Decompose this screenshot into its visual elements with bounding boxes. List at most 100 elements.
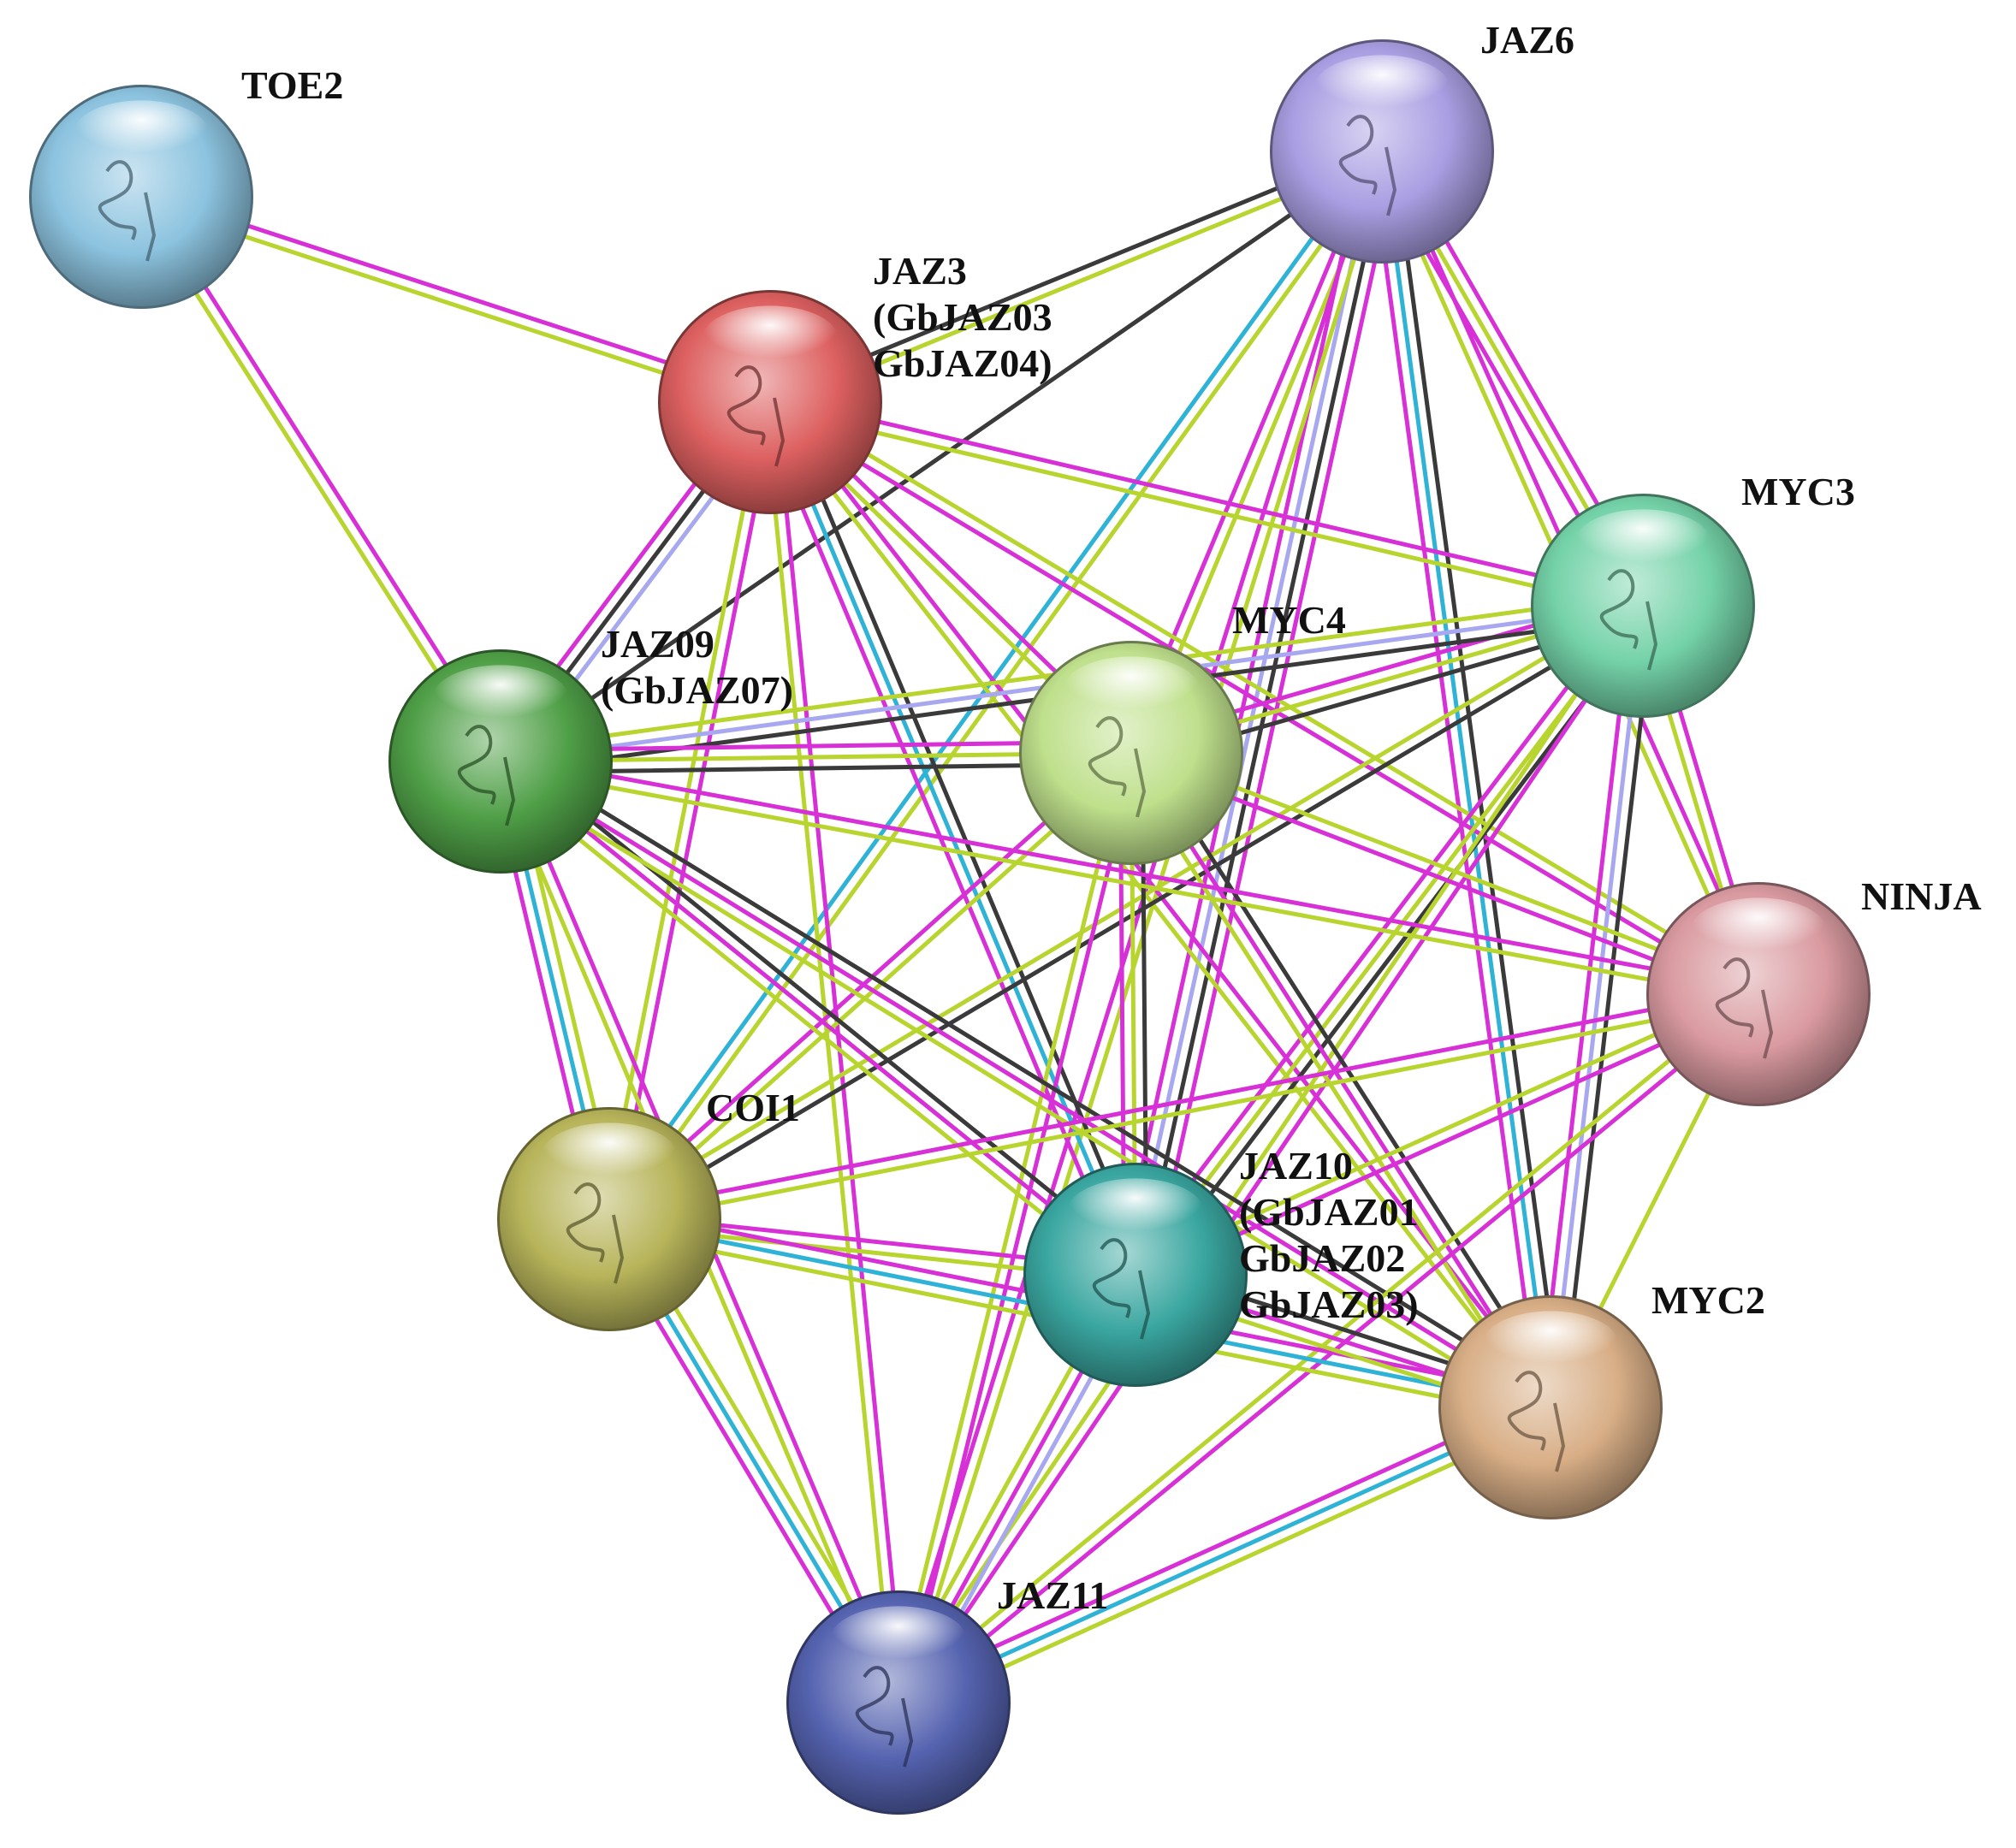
node-myc4[interactable]: MYC4 [1019,598,1346,865]
node-jaz09[interactable]: JAZ09(GbJAZ07) [388,622,793,874]
node-myc3[interactable]: MYC3 [1531,470,1855,718]
edge-jaz3-myc2 [763,396,1557,1413]
node-label-line: MYC2 [1651,1278,1765,1322]
node-gloss [1063,656,1200,723]
edge-line-magenta [901,752,1139,1707]
edge-line-lavender [1128,148,1379,1276]
node-gloss [1313,55,1450,121]
node-gloss [830,1606,967,1673]
protein-structure-icon [1088,716,1147,818]
edge-line-magenta [1149,152,1401,1281]
edge-line-cyan [896,1405,1553,1705]
node-jaz6[interactable]: JAZ6 [1270,18,1574,264]
node-label-line: MYC3 [1741,470,1855,513]
protein-structure-icon [457,725,516,826]
edge-myc4-jaz11 [891,749,1139,1707]
node-label-line: NINJA [1861,874,1982,918]
edge-jaz3-myc3 [767,394,1646,613]
protein-structure-icon [566,1182,625,1284]
edge-line-black [778,395,1148,1273]
edge-line-magenta [498,759,1138,1277]
node-label-line: JAZ10 [1239,1144,1353,1188]
edge-line-olive [763,403,1549,1413]
edge-line-magenta [900,607,1650,1709]
node-label-line: (GbJAZ07) [601,668,793,712]
node-gloss [1690,897,1827,964]
node-label-line: GbJAZ02 [1239,1236,1405,1280]
edge-line-magenta [1124,596,1637,1270]
node-gloss [1482,1311,1619,1377]
edge-line-magenta [891,147,1379,1703]
node-coi1[interactable]: COI1 [497,1086,800,1331]
node-label-ninja: NINJA [1861,874,1982,918]
protein-structure-icon [1599,569,1658,671]
node-gloss [73,100,210,167]
edge-line-magenta [603,746,1130,1217]
node-toe2[interactable]: TOE2 [29,63,343,309]
node-label-line: GbJAZ04) [873,341,1052,385]
node-jaz11[interactable]: JAZ11 [786,1573,1108,1815]
node-label-line: JAZ09 [601,622,714,666]
edge-line-olive [767,405,1645,613]
node-gloss [432,665,569,732]
edge-line-magenta [606,986,1760,1217]
protein-structure-icon [1092,1238,1151,1340]
node-ninja[interactable]: NINJA [1646,874,1982,1106]
node-label-line: JAZ6 [1480,18,1574,62]
node-gloss [1067,1178,1204,1245]
node-label-line: JAZ3 [873,249,967,293]
edge-line-olive [497,764,1760,1002]
edge-line-magenta [1135,997,1764,1282]
edge-line-black [1390,147,1564,1408]
node-label-jaz11: JAZ11 [997,1573,1108,1617]
node-label-line: TOE2 [241,63,343,107]
edge-line-black [504,749,1559,1401]
edge-line-olive [762,400,896,1706]
edge-line-black [498,149,1385,764]
edge-jaz09-ninja [497,754,1762,1002]
edge-myc2-jaz11 [892,1395,1557,1715]
edge-myc3-myc2 [1537,602,1657,1411]
edge-myc4-ninja [1127,745,1763,1002]
protein-structure-icon [1338,115,1397,216]
edge-line-magenta [1368,151,1542,1412]
edge-line-black [1559,604,1657,1411]
edge-jaz6-jaz09 [498,149,1385,764]
edge-line-magenta [1127,755,1759,1002]
edge-line-olive [1119,756,1544,1416]
node-label-myc2: MYC2 [1651,1278,1765,1322]
edge-line-olive [491,767,1131,1286]
node-label-line: COI1 [706,1086,800,1129]
edge-line-olive [770,394,1764,992]
edge-line-black [1138,744,1562,1404]
edge-jaz09-jaz10 [491,750,1145,1286]
node-label-line: (GbJAZ03 [873,295,1052,339]
edge-line-black [505,750,1145,1269]
node-gloss [541,1122,678,1189]
protein-structure-icon [726,365,786,467]
node-myc2[interactable]: MYC2 [1438,1278,1765,1519]
edge-line-magenta [768,394,1646,603]
edges-layer [134,144,1766,1715]
node-label-line: (GbJAZ01 [1239,1190,1419,1234]
edge-line-magenta [892,1395,1549,1695]
edge-line-olive [891,749,1129,1703]
edge-ninja-coi1 [606,986,1762,1227]
edge-line-magenta [499,754,1762,992]
node-label-line: GbJAZ03) [1239,1282,1419,1326]
edge-line-olive [892,987,1758,1701]
edge-line-black [609,608,1648,1227]
node-label-myc4: MYC4 [1232,598,1346,642]
edge-line-olive [608,997,1762,1227]
node-gloss [702,305,839,372]
node-label-line: JAZ11 [997,1573,1108,1617]
node-label-myc3: MYC3 [1741,470,1855,513]
node-label-line: MYC4 [1232,598,1346,642]
edge-line-lavender [1548,603,1645,1410]
protein-structure-icon [1507,1371,1566,1472]
